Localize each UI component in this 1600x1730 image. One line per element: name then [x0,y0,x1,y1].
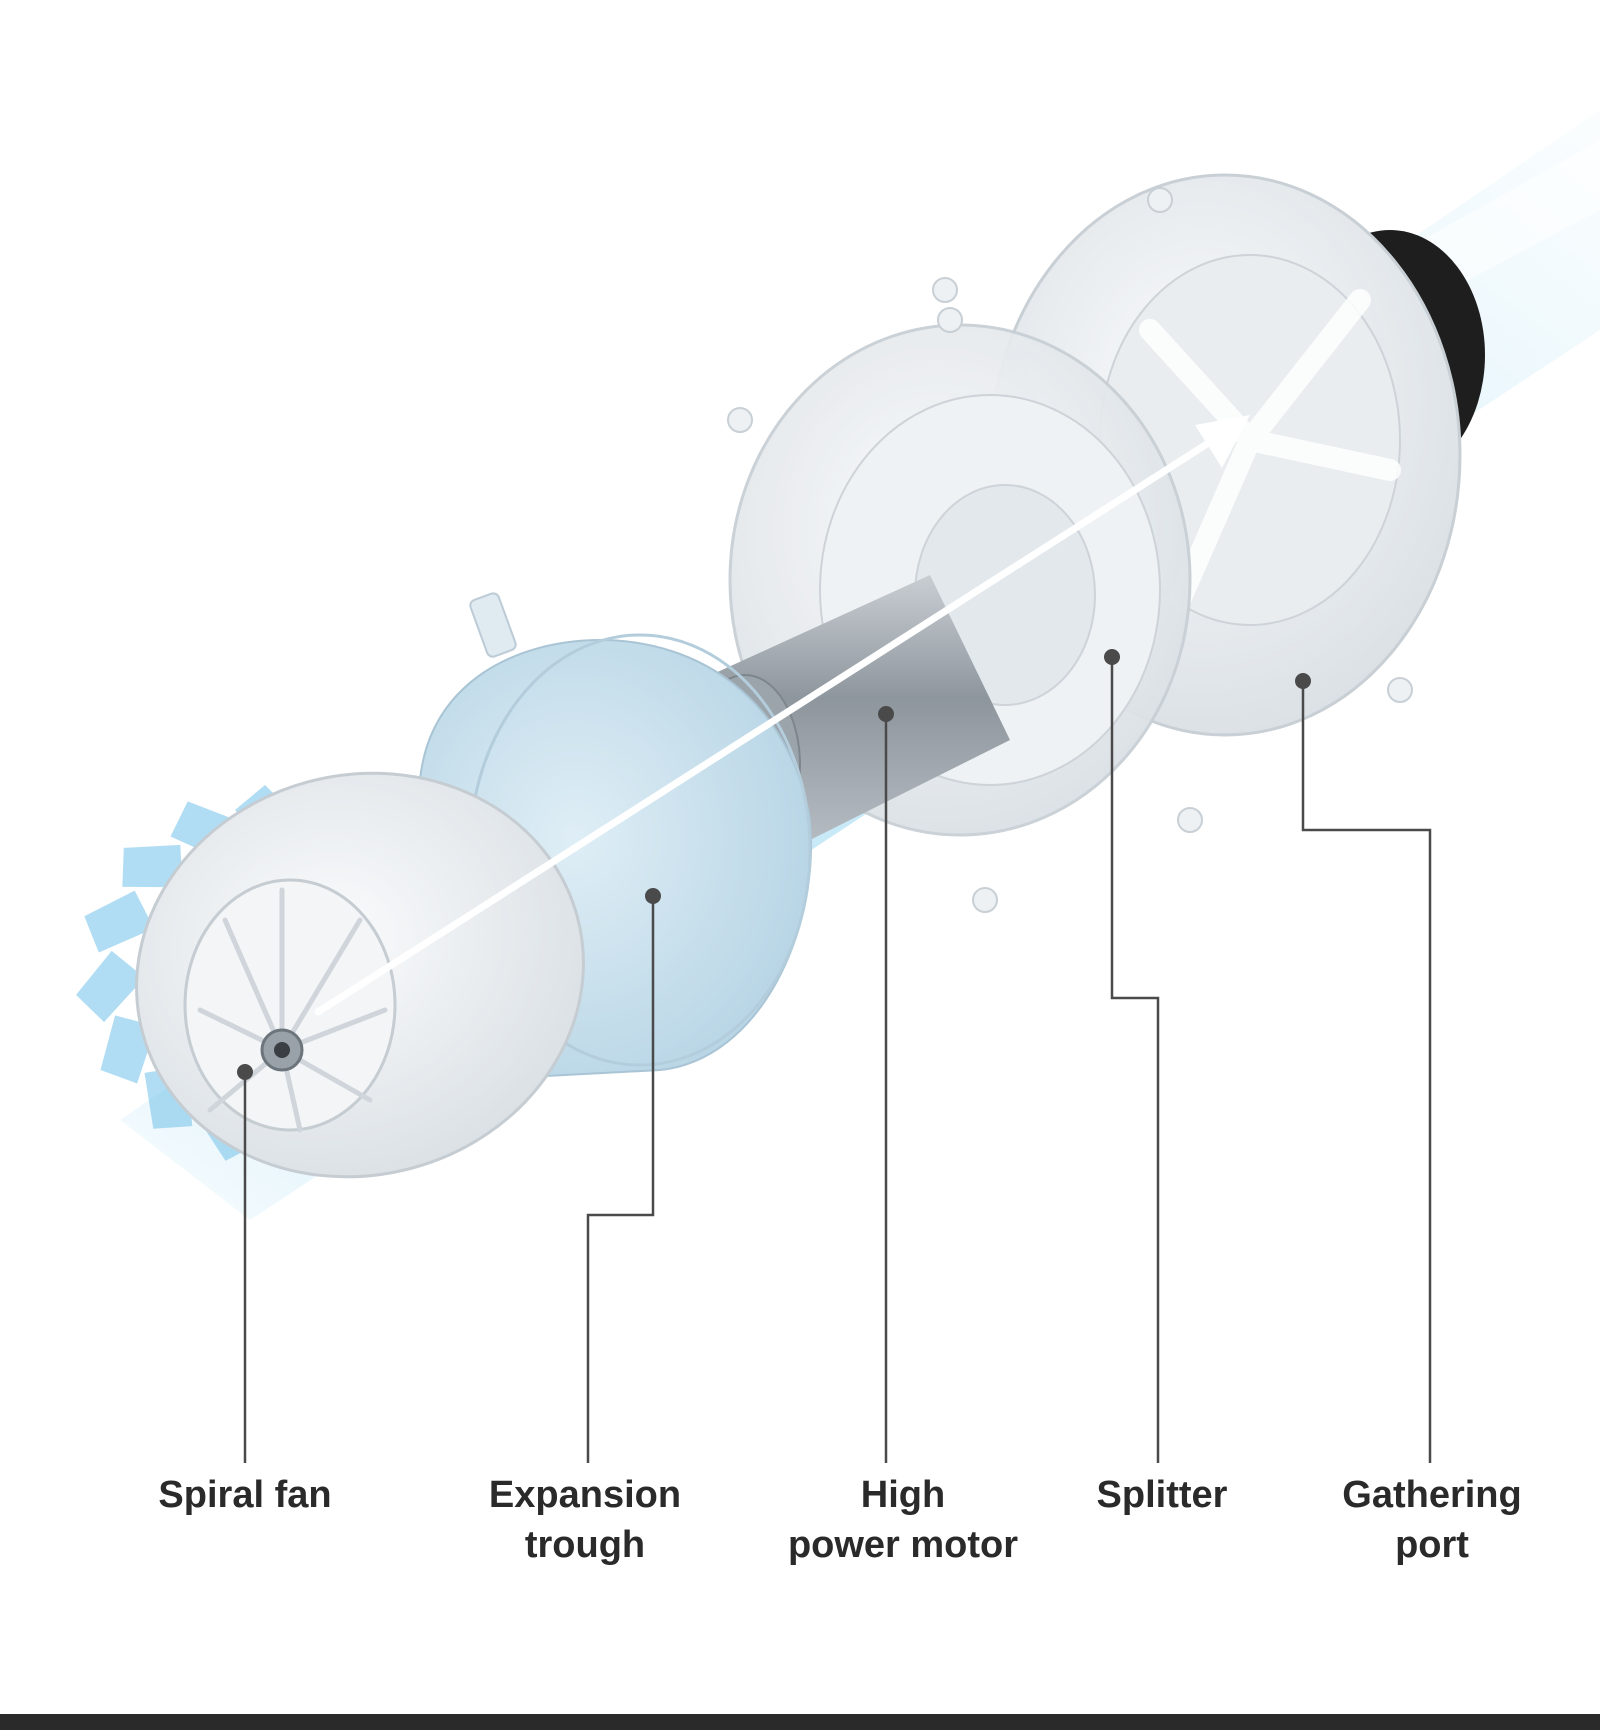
leader-line-expansion-trough [586,896,655,1463]
label-splitter-text: Splitter [1096,1474,1228,1516]
label-expansion-trough-line2: trough [524,1524,646,1566]
leader-dots [237,649,1311,1080]
leader-line-gathering-port [1301,681,1432,1463]
bottom-bar [0,1714,1600,1730]
label-expansion-trough-line1: Expansion [488,1474,682,1516]
label-splitter: Splitter [1012,1470,1312,1520]
leader-lines [243,657,1432,1463]
dot-expansion-trough [645,888,661,904]
label-gathering-port-line2: port [1395,1524,1469,1566]
dot-spiral-fan [237,1064,253,1080]
label-high-power-motor-line1: High [860,1474,946,1516]
label-gathering-port-line1: Gathering [1342,1474,1522,1516]
label-high-power-motor: High power motor [753,1470,1053,1570]
arrow-icon [314,415,1250,1016]
label-expansion-trough: Expansion trough [435,1470,735,1570]
label-high-power-motor-line2: power motor [787,1524,1019,1566]
dot-gathering-port [1295,673,1311,689]
label-gathering-port: Gathering port [1282,1470,1582,1570]
dot-high-power-motor [878,706,894,722]
leader-line-splitter [1110,657,1160,1463]
label-spiral-fan: Spiral fan [95,1470,395,1520]
label-spiral-fan-text: Spiral fan [158,1474,332,1516]
dot-splitter [1104,649,1120,665]
